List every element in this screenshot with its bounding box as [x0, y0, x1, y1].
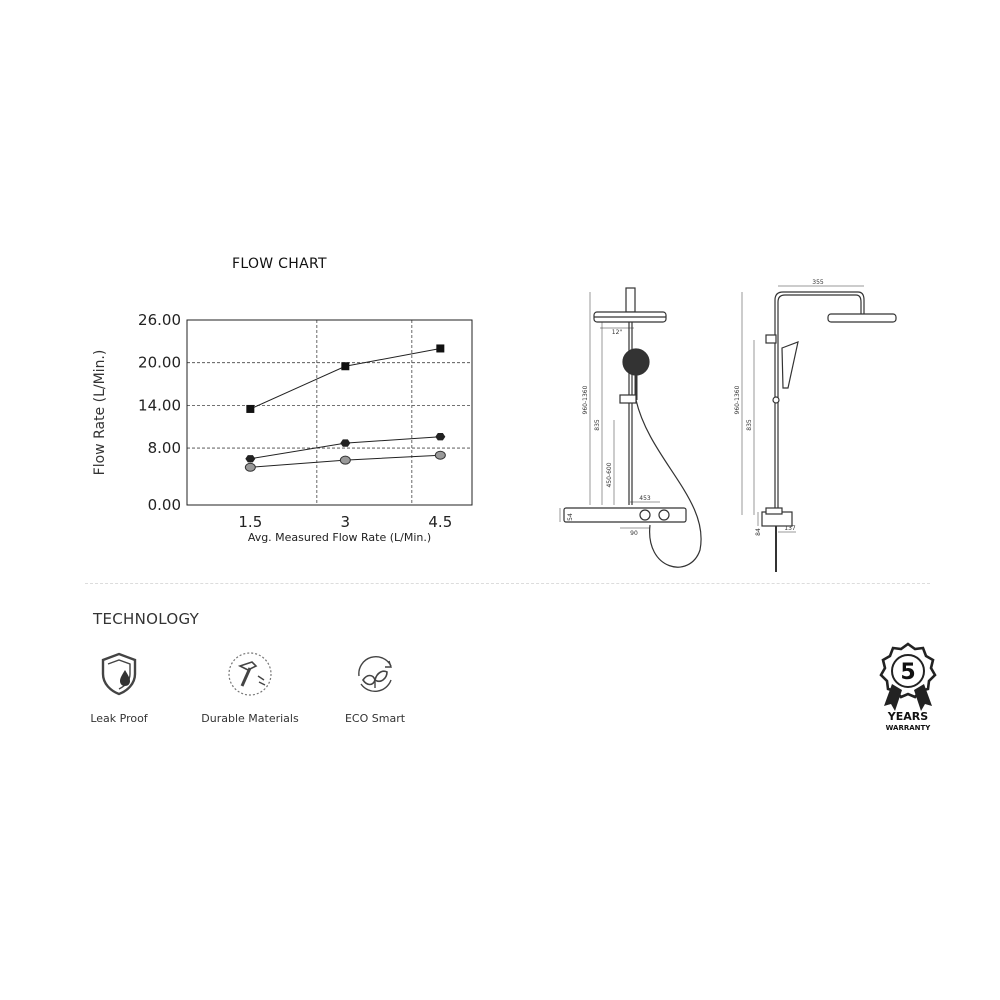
feature-eco-smart: ECO Smart: [315, 650, 435, 725]
technology-title: TECHNOLOGY: [93, 610, 200, 628]
x-tick-label: 4.5: [428, 513, 452, 531]
y-tick-label: 0.00: [148, 496, 181, 514]
y-tick-label: 26.00: [138, 311, 181, 329]
technical-drawings: 960-1360 835 450-600 12" 453 54 90 355 9…: [559, 279, 897, 572]
front-dim-slide: 450-600: [606, 462, 613, 487]
data-point: [341, 362, 350, 371]
warranty-years: YEARS: [887, 710, 928, 723]
front-dim-bottom: 90: [630, 530, 638, 537]
x-axis-label: Avg. Measured Flow Rate (L/Min.): [248, 531, 431, 544]
x-tick-label: 1.5: [238, 513, 262, 531]
warranty-number: 5: [900, 660, 915, 685]
front-dim-head: 12": [612, 329, 623, 336]
side-view-drawing: [741, 285, 897, 572]
front-dim-height: 54: [567, 513, 574, 521]
data-point: [244, 462, 256, 472]
data-point: [246, 404, 255, 413]
front-dim-shelf: 453: [639, 495, 651, 502]
data-point: [339, 455, 351, 465]
side-dim-arm: 355: [812, 279, 824, 286]
shield-drop-icon: [101, 652, 137, 696]
y-tick-label: 14.00: [138, 396, 181, 414]
side-dim-total: 960-1360: [734, 385, 741, 414]
x-tick-label: 3: [341, 513, 351, 531]
data-point: [436, 344, 445, 353]
data-point: [340, 439, 351, 447]
side-dim-bottom: 137: [784, 525, 796, 532]
feature-label: ECO Smart: [344, 712, 406, 725]
feature-durable-materials: Durable Materials: [190, 650, 310, 725]
y-tick-label: 20.00: [138, 354, 181, 372]
data-point: [245, 455, 256, 463]
data-point: [435, 433, 446, 441]
feature-label: Durable Materials: [201, 712, 299, 725]
y-tick-label: 8.00: [148, 439, 181, 457]
warranty-label: WARRANTY: [886, 724, 932, 732]
front-dim-total: 960-1360: [582, 385, 589, 414]
front-view-drawing: [559, 287, 702, 568]
side-dim-mid: 835: [746, 419, 753, 431]
feature-leak-proof: Leak Proof: [59, 650, 179, 725]
plot-frame: [186, 319, 473, 506]
warranty-seal-icon: 5 YEARS WARRANTY: [879, 642, 937, 732]
section-divider: [85, 583, 930, 584]
hammer-icon: [228, 652, 272, 696]
side-dim-height: 84: [755, 528, 762, 536]
front-dim-mid: 835: [594, 419, 601, 431]
leaf-cycle-icon: [358, 656, 392, 693]
data-point: [434, 450, 446, 460]
warranty-badge: 5 YEARS WARRANTY: [868, 640, 948, 736]
feature-label: Leak Proof: [90, 712, 148, 725]
chart-title: FLOW CHART: [232, 256, 327, 272]
y-axis-label: Flow Rate (L/Min.): [92, 350, 108, 476]
